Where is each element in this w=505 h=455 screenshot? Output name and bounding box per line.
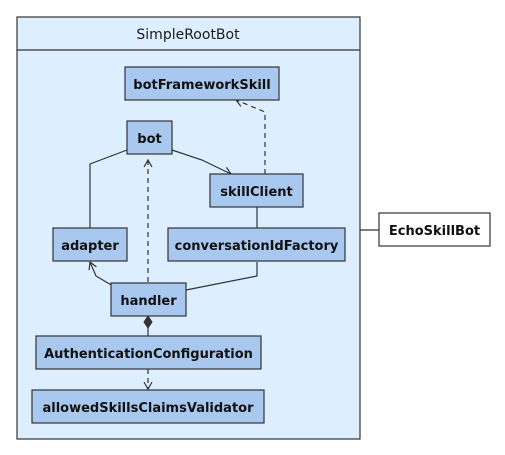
node-label-allowedskillsclaimsvalidator: allowedSkillsClaimsValidator [42,401,254,416]
node-label-handler: handler [120,294,177,309]
node-label-conversationidfactory: conversationIdFactory [175,239,339,254]
node-box [31,389,265,424]
container-title: SimpleRootBot [136,27,240,43]
node-bot: bot [126,120,173,155]
node-adapter: adapter [52,227,128,262]
node-label-skillclient: skillClient [220,185,293,200]
edge-bot-to-adapter [89,149,128,228]
node-conversationidfactory: conversationIdFactory [167,227,346,262]
edges [88,98,266,391]
node-allowedskillsclaimsvalidator: allowedSkillsClaimsValidator [31,389,265,424]
node-botframeworkskill: botFrameworkSkill [124,66,280,101]
node-box [378,212,491,247]
edge-handler-to-adapter [88,260,114,287]
node-label-adapter: adapter [61,239,119,254]
node-label-echoskillbot: EchoSkillBot [389,224,480,239]
node-box [35,335,262,370]
node-box [110,282,187,317]
node-box [52,227,128,262]
node-label-authenticationconfiguration: AuthenticationConfiguration [44,347,253,362]
node-box [209,173,304,208]
node-authenticationconfiguration: AuthenticationConfiguration [35,335,262,370]
node-box [126,120,173,155]
edge-bot-to-skillclient [171,149,233,176]
edge-conversationidfactory-to-handler [185,262,258,291]
node-box [167,227,346,262]
node-echoskillbot: EchoSkillBot [378,212,491,247]
node-label-bot: bot [137,132,161,147]
node-label-botframeworkskill: botFrameworkSkill [133,78,270,93]
node-handler: handler [110,282,187,317]
node-box [124,66,280,101]
edge-skillclient-to-botframeworkskill [234,98,266,174]
node-skillclient: skillClient [209,173,304,208]
